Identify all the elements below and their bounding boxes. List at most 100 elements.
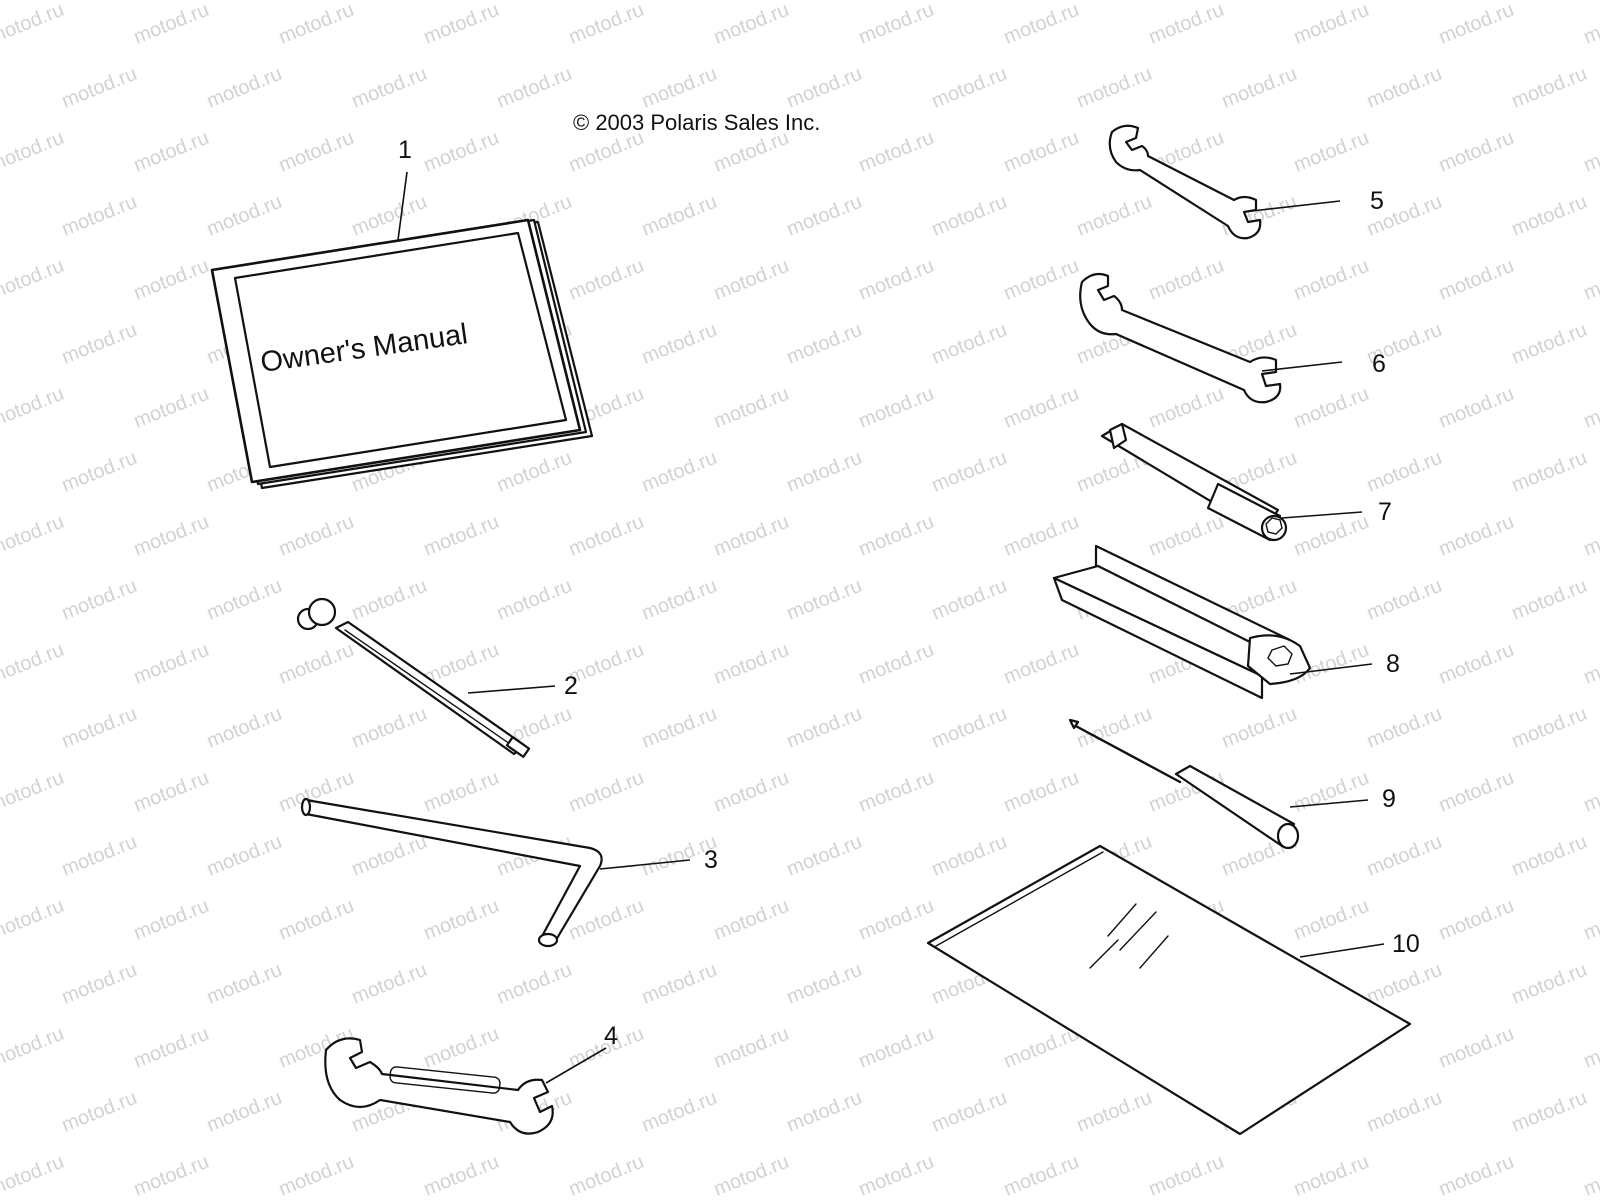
callout-6: 6 bbox=[1372, 350, 1386, 378]
watermark-text: motod.ru bbox=[421, 511, 502, 561]
watermark-text: motod.ru bbox=[0, 127, 67, 177]
watermark-text: motod.ru bbox=[131, 127, 212, 177]
watermark-text: motod.ru bbox=[349, 703, 430, 753]
watermark-text: motod.ru bbox=[1581, 895, 1600, 945]
watermark-text: motod.ru bbox=[1291, 383, 1372, 433]
watermark-text: motod.ru bbox=[784, 575, 865, 625]
watermark-text: motod.ru bbox=[131, 1023, 212, 1073]
watermark-text: motod.ru bbox=[639, 447, 720, 497]
watermark-text: motod.ru bbox=[349, 959, 430, 1009]
watermark-text: motod.ru bbox=[276, 127, 357, 177]
watermark-text: motod.ru bbox=[566, 1151, 647, 1200]
watermark-text: motod.ru bbox=[929, 191, 1010, 241]
watermark-text: motod.ru bbox=[1581, 1151, 1600, 1200]
part-open-wrench-medium bbox=[1079, 272, 1282, 404]
watermark-text: motod.ru bbox=[784, 831, 865, 881]
watermark-text: motod.ru bbox=[1436, 767, 1517, 817]
watermark-text: motod.ru bbox=[1291, 511, 1372, 561]
watermark-text: motod.ru bbox=[1436, 0, 1517, 49]
watermark-text: motod.ru bbox=[929, 575, 1010, 625]
watermark-text: motod.ru bbox=[711, 511, 792, 561]
watermark-text: motod.ru bbox=[349, 831, 430, 881]
watermark-text: motod.ru bbox=[1581, 1023, 1600, 1073]
watermark-text: motod.ru bbox=[1509, 831, 1590, 881]
watermark-text: motod.ru bbox=[929, 63, 1010, 113]
watermark-text: motod.ru bbox=[276, 0, 357, 49]
watermark-text: motod.ru bbox=[59, 831, 140, 881]
watermark-text: motod.ru bbox=[1581, 383, 1600, 433]
watermark-text: motod.ru bbox=[204, 191, 285, 241]
watermark-text: motod.ru bbox=[1146, 0, 1227, 49]
watermark-text: motod.ru bbox=[784, 191, 865, 241]
watermark-text: motod.ru bbox=[421, 0, 502, 49]
watermark-text: motod.ru bbox=[59, 447, 140, 497]
watermark-text: motod.ru bbox=[1436, 1151, 1517, 1200]
watermark-text: motod.ru bbox=[204, 703, 285, 753]
watermark-text: motod.ru bbox=[784, 447, 865, 497]
watermark-text: motod.ru bbox=[0, 0, 67, 49]
watermark-text: motod.ru bbox=[1219, 63, 1300, 113]
watermark-text: motod.ru bbox=[1074, 63, 1155, 113]
watermark-text: motod.ru bbox=[1146, 511, 1227, 561]
watermark-text: motod.ru bbox=[59, 191, 140, 241]
copyright-text: © 2003 Polaris Sales Inc. bbox=[573, 110, 820, 135]
callout-8: 8 bbox=[1386, 650, 1400, 678]
watermark-text: motod.ru bbox=[1509, 447, 1590, 497]
watermark-text: motod.ru bbox=[131, 895, 212, 945]
watermark-text: motod.ru bbox=[1291, 895, 1372, 945]
watermark-text: motod.ru bbox=[59, 959, 140, 1009]
watermark-text: motod.ru bbox=[1364, 703, 1445, 753]
watermark-text: motod.ru bbox=[131, 511, 212, 561]
watermark-text: motod.ru bbox=[711, 1023, 792, 1073]
watermark-text: motod.ru bbox=[494, 447, 575, 497]
watermark-text: motod.ru bbox=[1436, 383, 1517, 433]
watermark-text: motod.ru bbox=[1581, 0, 1600, 49]
watermark-text: motod.ru bbox=[1291, 0, 1372, 49]
watermark-text: motod.ru bbox=[929, 319, 1010, 369]
watermark-text: motod.ru bbox=[1146, 1151, 1227, 1200]
watermark-text: motod.ru bbox=[131, 767, 212, 817]
watermark-text: motod.ru bbox=[856, 895, 937, 945]
watermark-text: motod.ru bbox=[0, 1151, 67, 1200]
watermark-text: motod.ru bbox=[349, 191, 430, 241]
watermark-text: motod.ru bbox=[1436, 255, 1517, 305]
watermark-text: motod.ru bbox=[1436, 639, 1517, 689]
part-socket-wrench bbox=[1100, 422, 1288, 542]
watermark-text: motod.ru bbox=[1001, 511, 1082, 561]
watermark-text: motod.ru bbox=[1364, 63, 1445, 113]
watermark-text: motod.ru bbox=[1001, 383, 1082, 433]
watermark-text: motod.ru bbox=[1581, 255, 1600, 305]
watermark-text: motod.ru bbox=[59, 575, 140, 625]
watermark-text: motod.ru bbox=[0, 255, 67, 305]
watermark-text: motod.ru bbox=[59, 319, 140, 369]
watermark-text: motod.ru bbox=[204, 63, 285, 113]
callout-numbers: 1 2 3 4 5 6 7 8 9 10 bbox=[398, 136, 1420, 1050]
watermark-text: motod.ru bbox=[856, 383, 937, 433]
watermark-text: motod.ru bbox=[421, 767, 502, 817]
watermark-text: motod.ru bbox=[784, 959, 865, 1009]
watermark-text: motod.ru bbox=[711, 767, 792, 817]
watermark-text: motod.ru bbox=[276, 639, 357, 689]
watermark-text: motod.ru bbox=[856, 0, 937, 49]
watermark-text: motod.ru bbox=[929, 831, 1010, 881]
watermark-text: motod.ru bbox=[59, 1087, 140, 1137]
callout-2: 2 bbox=[564, 672, 578, 700]
watermark-text: motod.ru bbox=[784, 703, 865, 753]
watermark-text: motod.ru bbox=[1146, 255, 1227, 305]
watermark-text: motod.ru bbox=[639, 319, 720, 369]
watermark-text: motod.ru bbox=[0, 511, 67, 561]
watermark-text: motod.ru bbox=[421, 1151, 502, 1200]
watermark-text: motod.ru bbox=[1436, 127, 1517, 177]
watermark-text: motod.ru bbox=[639, 1087, 720, 1137]
watermark-text: motod.ru bbox=[0, 895, 67, 945]
watermark-text: motod.ru bbox=[1074, 191, 1155, 241]
watermark-text: motod.ru bbox=[494, 63, 575, 113]
watermark-text: motod.ru bbox=[566, 511, 647, 561]
watermark-text: motod.ru bbox=[59, 63, 140, 113]
leader-lines bbox=[397, 171, 1385, 1084]
watermark-text: motod.ru bbox=[929, 703, 1010, 753]
watermark-text: motod.ru bbox=[131, 1151, 212, 1200]
watermark-text: motod.ru bbox=[1364, 1087, 1445, 1137]
watermark-text: motod.ru bbox=[1364, 831, 1445, 881]
part-document-bag bbox=[926, 844, 1412, 1136]
